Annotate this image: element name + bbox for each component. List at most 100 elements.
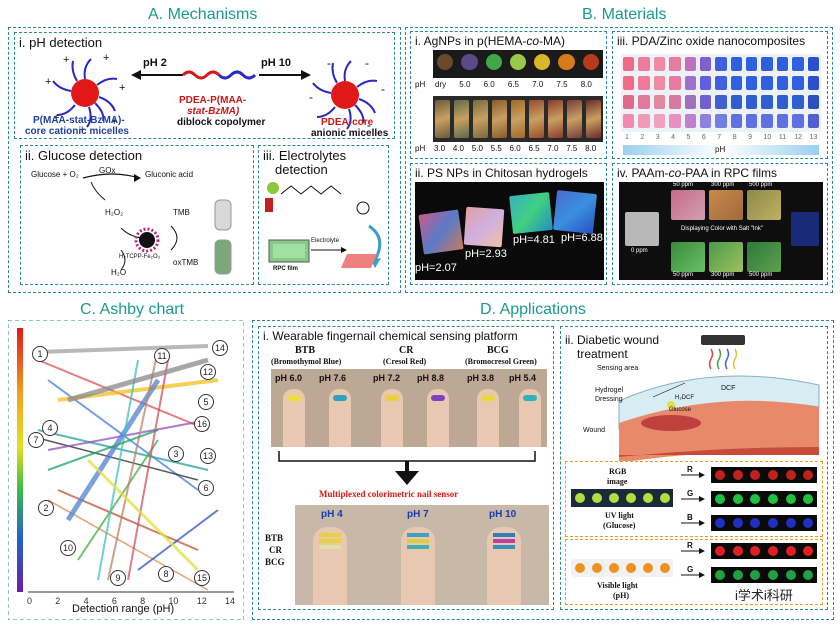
pda-vial	[699, 57, 712, 71]
sensor-dot	[803, 518, 814, 528]
ashby-bubble: 4	[42, 420, 58, 436]
sensor-dot	[767, 570, 778, 580]
pda-vial	[730, 57, 743, 71]
wound-title-line1: ii. Diabetic wound	[565, 333, 660, 347]
tmb-label: TMB	[173, 208, 190, 217]
agnp-dot	[558, 54, 575, 71]
pda-ph-gradient-arrow	[623, 145, 819, 155]
agnps-row1-strip	[433, 50, 603, 78]
vis-g-label: G	[687, 565, 694, 574]
finger-photo-strip	[271, 369, 547, 447]
multiplex-photo	[295, 505, 549, 605]
pda-vial	[807, 114, 819, 128]
agnp-row1-label: dry	[435, 80, 447, 89]
side-label-bcg: BCG	[265, 557, 285, 567]
pda-vial	[638, 57, 650, 71]
btb-ph-b: pH 7.6	[319, 373, 347, 383]
agnp-row2-label: 8.0	[585, 144, 597, 153]
btb-label: BTB	[295, 345, 316, 356]
pda-col-label: 2	[640, 134, 645, 141]
paam-bottom-label-1: 50 ppm	[673, 272, 694, 278]
ashby-range-shape	[37, 344, 209, 354]
ashby-bubble: 10	[60, 540, 76, 556]
ashby-bubble: 11	[154, 348, 170, 364]
ashby-xtick: 0	[27, 596, 32, 606]
uv-r-strip	[711, 467, 817, 483]
pda-vial	[746, 95, 758, 109]
bcg-finger-a	[477, 389, 499, 447]
pda-vial	[715, 114, 727, 128]
anionic-label-line1: PDEA-core	[321, 117, 374, 128]
pda-col-label: 6	[701, 134, 706, 141]
watermark: i学术i科研	[733, 585, 795, 604]
ashby-bubble: 15	[194, 570, 210, 586]
svg-text:+: +	[111, 116, 117, 128]
pda-vial	[684, 95, 696, 109]
ph-detection-title: i. pH detection	[19, 35, 103, 50]
section-title-materials: B. Materials	[582, 6, 667, 23]
pda-vial	[653, 95, 666, 109]
pda-vial	[792, 76, 804, 90]
pda-vial	[792, 57, 804, 71]
ashby-range-shape	[47, 499, 209, 591]
paam-caption: Displaying Color with Salt "Ink"	[681, 226, 763, 232]
svg-text:-: -	[367, 118, 371, 132]
ph2-label: pH 2	[143, 57, 167, 69]
oxtmb-label: oxTMB	[173, 258, 199, 267]
section-title-mechanisms: A. Mechanisms	[148, 6, 258, 23]
bottom-ph-10: pH 10	[489, 509, 517, 520]
pda-vial	[792, 114, 804, 128]
vis-r-strip	[711, 543, 817, 559]
ashby-range-shape	[137, 509, 219, 571]
paam-bottom-label-3: 500 ppm	[749, 272, 773, 278]
bcg-finger-b	[519, 389, 541, 447]
agnp-row1-label: 7.0	[532, 80, 544, 89]
svg-text:-: -	[381, 82, 385, 96]
agnp-row1-label: 6.5	[507, 80, 519, 89]
copolymer-label-line1: PDEA-P(MAA-	[179, 95, 247, 106]
pda-vial	[776, 95, 789, 109]
cationic-label-line1: P(MAA-stat-BzMA)-	[33, 115, 125, 126]
sensor-dot	[750, 494, 761, 504]
subpanel-paam: iv. PAAm-co-PAA in RPC films 0 ppm Displ…	[612, 163, 828, 285]
ashby-xtick: 8	[140, 596, 145, 606]
agnp-row1-label: 8.0	[580, 80, 592, 89]
paam-top-label-3: 500 ppm	[749, 182, 773, 188]
bottom-ph-4: pH 4	[321, 509, 343, 520]
ashby-bubble: 13	[200, 448, 216, 464]
ashby-bubble: 9	[110, 570, 126, 586]
subpanel-glucose-detection: ii. Glucose detection Glucose + O₂ GOx G…	[20, 145, 254, 285]
agnp-row1-label: 7.5	[556, 80, 568, 89]
sensor-dot	[803, 570, 814, 580]
svg-text:+: +	[119, 82, 125, 94]
pda-vial	[699, 114, 712, 128]
paam-zero-label: 0 ppm	[631, 248, 648, 254]
glucose-detection-title: ii. Glucose detection	[25, 148, 143, 163]
agnp-tile	[491, 100, 507, 138]
uv-channel-arrows	[681, 472, 705, 526]
pda-vial	[730, 76, 743, 90]
vis-g-strip	[711, 567, 817, 583]
btb-finger-b	[329, 389, 351, 447]
glucose-wound-label: Glucose	[669, 407, 692, 413]
agnps-ph-label-row1: pH	[415, 80, 426, 89]
h2o-label: H₂O	[111, 268, 127, 277]
pda-vial	[807, 76, 819, 90]
uv-r-label: R	[687, 465, 693, 474]
ashby-bubble: 2	[38, 500, 54, 516]
sensor-dot	[785, 518, 796, 528]
pda-vial	[669, 95, 681, 109]
gox-label: GOx	[99, 166, 116, 175]
ashby-range-shape	[65, 378, 161, 522]
ashby-range-shape	[37, 359, 209, 431]
sensor-dot	[767, 494, 778, 504]
ashby-range-shape	[37, 429, 209, 471]
pda-vial	[684, 57, 696, 71]
paam-top-label-2: 300 ppm	[711, 182, 735, 188]
subpanel-electrolytes-detection: iii. Electrolytes detection Electrolyte …	[258, 145, 389, 285]
cr-ph-a: pH 7.2	[373, 373, 401, 383]
btb-ph-a: pH 6.0	[275, 373, 303, 383]
